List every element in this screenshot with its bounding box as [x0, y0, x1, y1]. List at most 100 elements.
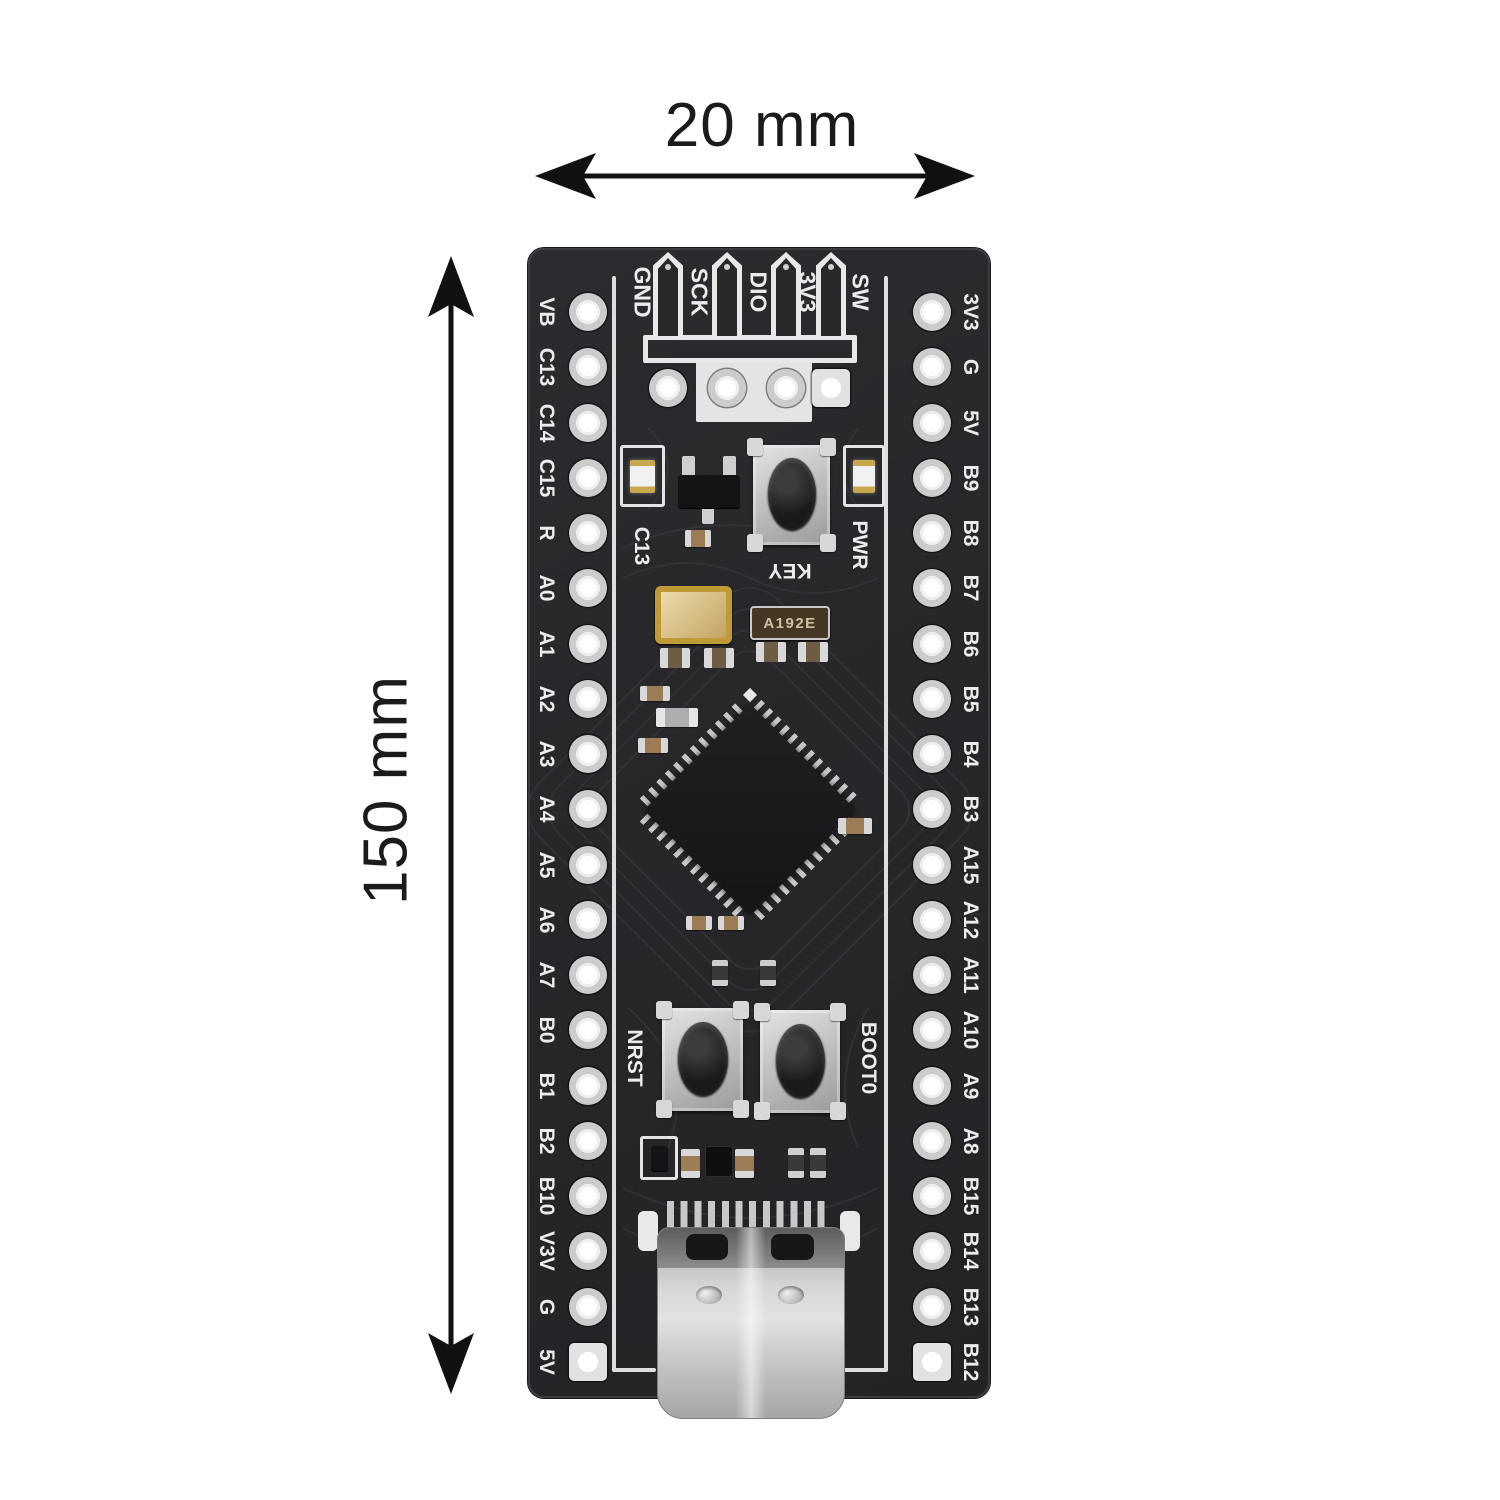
swd-pin-label: DIO — [745, 271, 772, 313]
pin-hole — [913, 348, 951, 387]
pin-label: B15 — [959, 1176, 982, 1216]
pin-label: A7 — [535, 961, 558, 989]
passive-component — [718, 916, 744, 930]
hse-crystal — [655, 586, 732, 644]
pin-hole — [569, 1287, 607, 1326]
swd-pin-hole — [812, 369, 850, 407]
pin-label: B7 — [959, 574, 982, 602]
pin-label: A1 — [535, 630, 558, 657]
lse-crystal: A192E — [750, 606, 830, 640]
pin-label: B9 — [959, 464, 982, 492]
reset-button-component — [656, 1001, 749, 1118]
usb-c-connector — [657, 1227, 845, 1419]
pin-hole — [569, 790, 607, 829]
pin-label: R — [535, 525, 558, 541]
bottom-right-silkscreen — [844, 1368, 888, 1372]
pin-label: V3V — [535, 1231, 558, 1272]
passive-component — [756, 642, 786, 662]
pin-hole — [913, 1121, 951, 1160]
passive-component — [685, 530, 711, 547]
regulator-leg — [682, 456, 695, 478]
pin-label: 5V — [535, 1349, 558, 1375]
regulator-leg — [723, 456, 736, 478]
power-led — [853, 460, 875, 493]
passive-component — [681, 1149, 700, 1178]
via-dot — [724, 264, 730, 270]
pin-label: G — [959, 359, 982, 376]
pin-hole — [569, 1342, 607, 1381]
pin-hole — [569, 514, 607, 553]
pin-label: A9 — [959, 1072, 982, 1100]
pin-hole — [569, 624, 607, 663]
swd-pin-outline — [771, 252, 801, 336]
pin-hole — [569, 458, 607, 497]
pin-label: A10 — [959, 1011, 982, 1050]
pin-hole — [569, 1011, 607, 1050]
passive-component — [838, 818, 872, 834]
passive-component — [704, 648, 734, 668]
swd-pin-hole — [649, 369, 687, 407]
key-button-component — [747, 438, 836, 552]
pin-hole — [913, 1177, 951, 1216]
pin-hole — [913, 956, 951, 995]
pin-hole — [569, 1121, 607, 1160]
pin-label: 5V — [959, 409, 982, 436]
component-outline — [640, 1136, 678, 1180]
voltage-regulator — [678, 475, 740, 508]
boot-button-dome — [776, 1024, 825, 1098]
usb-mount-pad — [638, 1211, 658, 1251]
pin-hole — [913, 293, 951, 331]
pin-hole — [569, 403, 607, 442]
passive-component — [735, 1149, 754, 1178]
swd-header-outline — [643, 335, 857, 363]
swd-pin-label: SCK — [686, 267, 713, 317]
pin-label: A2 — [535, 685, 558, 713]
usb-dimple — [778, 1286, 804, 1304]
pin-hole — [913, 458, 951, 497]
bottom-left-silkscreen — [612, 1368, 656, 1372]
pin-label: G — [535, 1298, 558, 1315]
right-silkscreen-rail — [884, 276, 888, 1372]
pin-label: A0 — [535, 574, 558, 602]
pin-hole — [913, 403, 951, 442]
pin-label: A8 — [959, 1127, 982, 1155]
swd-pin-hole — [708, 369, 746, 407]
swd-pin-label: SW — [847, 273, 874, 311]
pin-hole — [569, 1177, 607, 1216]
pin-hole — [913, 1066, 951, 1105]
via-dot — [828, 264, 834, 270]
pin-label: B10 — [535, 1176, 558, 1216]
key-button-label: KEY — [768, 559, 812, 582]
pin-label: C14 — [535, 403, 558, 442]
pin-label: B12 — [959, 1342, 982, 1382]
swd-pin-label: GND — [629, 266, 656, 318]
pin-label: C15 — [535, 458, 558, 498]
passive-component — [686, 916, 712, 930]
pin-label: A4 — [535, 795, 558, 823]
height-dimension-label: 150 mm — [351, 675, 421, 905]
pin-label: A15 — [959, 845, 982, 884]
usb-dimple — [696, 1286, 722, 1304]
pin-label: A3 — [535, 740, 558, 768]
pin-hole — [913, 679, 951, 718]
pin-hole — [569, 1066, 607, 1105]
pin-hole — [569, 348, 607, 387]
power-led-outline — [843, 445, 885, 507]
passive-component — [810, 1148, 826, 1178]
pin-label: A5 — [535, 851, 558, 879]
small-ic — [705, 1146, 733, 1177]
boot-button-component — [754, 1003, 846, 1120]
height-arrow-icon — [428, 256, 474, 1394]
passive-component — [660, 648, 690, 668]
pin-hole — [913, 514, 951, 553]
pin-label: B6 — [959, 630, 982, 657]
pin-label: B4 — [959, 740, 982, 768]
pin-hole — [913, 1011, 951, 1050]
pin-hole — [913, 1287, 951, 1326]
pin-label: B0 — [535, 1016, 558, 1044]
swd-pin-hole — [767, 369, 805, 407]
passive-component — [712, 960, 728, 986]
pin-hole — [569, 569, 607, 608]
pin-hole — [569, 956, 607, 995]
